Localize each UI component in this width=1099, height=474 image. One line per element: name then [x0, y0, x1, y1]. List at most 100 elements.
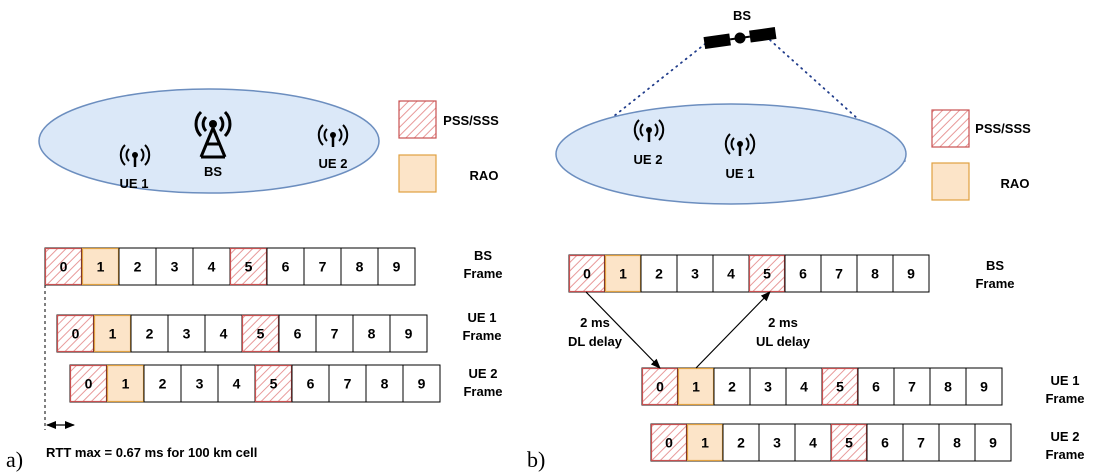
- frame-slot: [784, 254, 822, 293]
- frame-slot-number: 4: [809, 435, 817, 451]
- frame-slot-number: 9: [980, 379, 988, 395]
- rtt-text: RTT max = 0.67 ms for 100 km cell: [46, 445, 257, 460]
- ue2-frame-label-a-line1: UE 2: [469, 366, 498, 381]
- frame-slot-number: 2: [728, 379, 736, 395]
- legend-rao-swatch: [398, 154, 437, 193]
- frame-slot-number: 3: [773, 435, 781, 451]
- frame-slot: [377, 247, 416, 286]
- ul-delay-label-line1: 2 ms: [768, 315, 798, 330]
- frame-slot: [820, 254, 858, 293]
- frame-slot-number: 6: [294, 326, 302, 342]
- frame-slot: [204, 314, 243, 353]
- satellite-icon: [703, 27, 777, 49]
- frame-slot: [167, 314, 206, 353]
- frame-slot-number: 2: [737, 435, 745, 451]
- frame-slot: [902, 423, 940, 462]
- legend-pss-label-b: PSS/SSS: [975, 121, 1031, 136]
- frame-slot-number: 7: [835, 266, 843, 282]
- frame-slot-number: 3: [183, 326, 191, 342]
- frame-slot-number: 6: [872, 379, 880, 395]
- bs-frame-label-b-line2: Frame: [975, 276, 1014, 291]
- frame-slot-number: 6: [307, 376, 315, 392]
- frame-slot-number: 7: [917, 435, 925, 451]
- ue1-frame-label-b-line1: UE 1: [1051, 373, 1080, 388]
- ue2-frame-label-b-line2: Frame: [1045, 447, 1084, 462]
- satellite-label: BS: [733, 8, 751, 23]
- frame-slot: [641, 367, 679, 406]
- frame-slot-number: 0: [85, 376, 93, 392]
- frame-slot-number: 6: [881, 435, 889, 451]
- ue2-frame-label-a-line2: Frame: [463, 384, 502, 399]
- frame-slot-number: 1: [701, 435, 709, 451]
- frame-slot-number: 3: [171, 259, 179, 275]
- bs-frame-label-a-line1: BS: [474, 248, 492, 263]
- frame-slot-number: 5: [245, 259, 253, 275]
- frame-slot-number: 3: [691, 266, 699, 282]
- panel-b-label: b): [527, 447, 545, 472]
- frame-slot-number: 3: [764, 379, 772, 395]
- frame-slot-number: 6: [799, 266, 807, 282]
- frame-slot: [722, 423, 760, 462]
- frame-slot: [821, 367, 859, 406]
- frame-slot-number: 4: [800, 379, 808, 395]
- frame-slot: [266, 247, 305, 286]
- frame-slot: [712, 254, 750, 293]
- frame-slot: [830, 423, 868, 462]
- frame-slot: [402, 364, 441, 403]
- ul-delay-arrow: [695, 291, 771, 369]
- frame-slot-number: 2: [159, 376, 167, 392]
- frame-slot: [785, 367, 823, 406]
- frame-slot-number: 8: [953, 435, 961, 451]
- ue1-frame-label-b-line2: Frame: [1045, 391, 1084, 406]
- frame-slot: [130, 314, 169, 353]
- frame-slot: [749, 367, 787, 406]
- frame-slot-number: 4: [233, 376, 241, 392]
- frame-slot-number: 4: [208, 259, 216, 275]
- frame-slot: [217, 364, 256, 403]
- ue1-frame-label-a-line1: UE 1: [468, 310, 497, 325]
- frame-slot-number: 0: [72, 326, 80, 342]
- frame-slot: [278, 314, 317, 353]
- bs-tower-icon: [194, 110, 232, 159]
- frame-slot-number: 5: [763, 266, 771, 282]
- frame-slot-number: 0: [656, 379, 664, 395]
- bs-frame-label-a-line2: Frame: [463, 266, 502, 281]
- frame-slot-number: 9: [405, 326, 413, 342]
- frame-slot: [180, 364, 219, 403]
- frame-slot-number: 0: [665, 435, 673, 451]
- frame-slot-number: 1: [122, 376, 130, 392]
- ue2-frame-label-b-line1: UE 2: [1051, 429, 1080, 444]
- legend-pss-swatch-b: [931, 109, 970, 148]
- frame-slot: [713, 367, 751, 406]
- frame-slot-number: 5: [257, 326, 265, 342]
- frame-slot: [929, 367, 967, 406]
- frame-slot-number: 8: [871, 266, 879, 282]
- frame-slot-number: 9: [907, 266, 915, 282]
- legend-rao-swatch-b: [931, 162, 970, 201]
- frame-slot: [389, 314, 428, 353]
- frame-slot: [81, 247, 120, 286]
- frame-slot: [291, 364, 330, 403]
- frame-slot-number: 5: [845, 435, 853, 451]
- frame-slot-number: 4: [727, 266, 735, 282]
- frame-slot: [155, 247, 194, 286]
- ue2-label-b: UE 2: [634, 152, 663, 167]
- legend-pss-label: PSS/SSS: [443, 113, 499, 128]
- bs-frame-label-b-line1: BS: [986, 258, 1004, 273]
- ul-delay-label-line2: UL delay: [756, 334, 811, 349]
- cell-coverage-b: [555, 103, 907, 205]
- frame-slot: [893, 367, 931, 406]
- ue1-label: UE 1: [120, 176, 149, 191]
- frame-slot-number: 1: [109, 326, 117, 342]
- frame-slot: [352, 314, 391, 353]
- dl-delay-arrow: [585, 291, 661, 369]
- frame-slot-number: 6: [282, 259, 290, 275]
- frame-slot-number: 5: [270, 376, 278, 392]
- panel-a-label: a): [6, 447, 23, 472]
